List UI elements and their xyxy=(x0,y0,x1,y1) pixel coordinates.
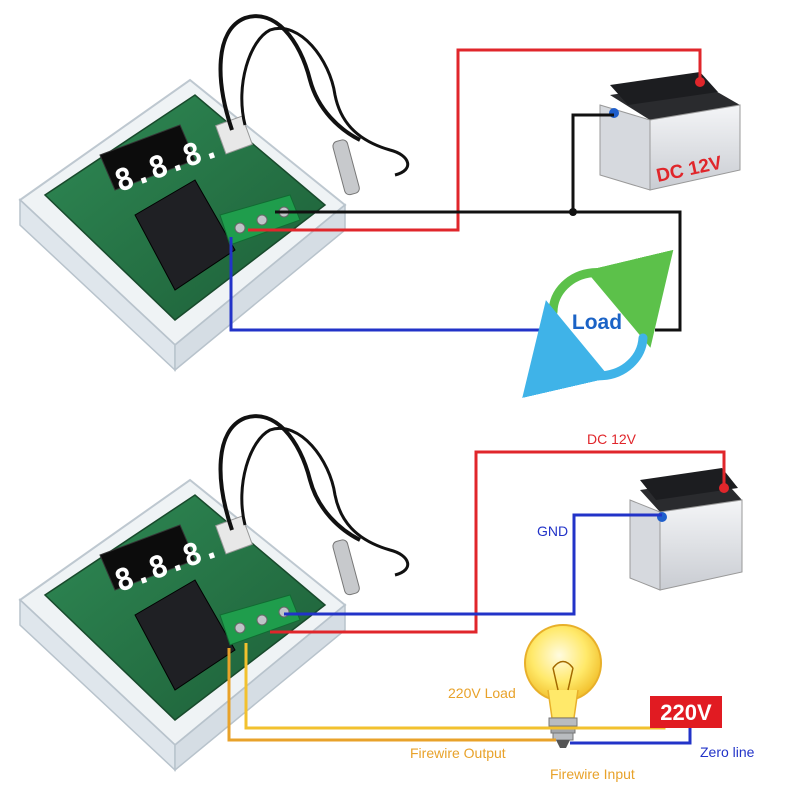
blue-wire-top xyxy=(229,237,552,332)
red-wire-bottom xyxy=(270,450,726,634)
voltage-box-220v: 220V xyxy=(650,696,722,728)
red-wire-top xyxy=(248,48,702,232)
firewire-input-label: Firewire Input xyxy=(550,766,635,782)
wires-bottom xyxy=(227,450,726,745)
bulb-load-label: 220V Load xyxy=(448,685,516,701)
diagram-top: 8.8.8. DC 12V xyxy=(18,14,741,399)
blue-wire-bottom xyxy=(284,513,662,616)
battery-top: DC 12V xyxy=(599,72,741,191)
firewire-output-label: Firewire Output xyxy=(410,745,506,761)
thermostat-module-bottom: 8.8.8. xyxy=(18,478,347,772)
thermostat-module-top: 8.8.8. xyxy=(18,78,347,372)
zero-line-label: Zero line xyxy=(700,744,755,760)
gnd-label: GND xyxy=(537,523,568,539)
voltage-box-label: 220V xyxy=(660,700,712,725)
orange-wire-firewire-output xyxy=(227,648,556,742)
load-cycle-icon: Load xyxy=(522,249,674,399)
wires-top xyxy=(229,48,702,332)
diagram-bottom: 8.8.8. xyxy=(18,414,755,782)
black-wire-top xyxy=(275,113,614,214)
battery-bottom xyxy=(629,468,743,591)
temperature-sensor-probe-bottom xyxy=(218,414,409,596)
light-bulb-icon xyxy=(524,624,602,748)
temperature-sensor-probe-top xyxy=(218,14,409,196)
load-label: Load xyxy=(572,311,622,334)
dc-12v-label: DC 12V xyxy=(587,431,637,447)
